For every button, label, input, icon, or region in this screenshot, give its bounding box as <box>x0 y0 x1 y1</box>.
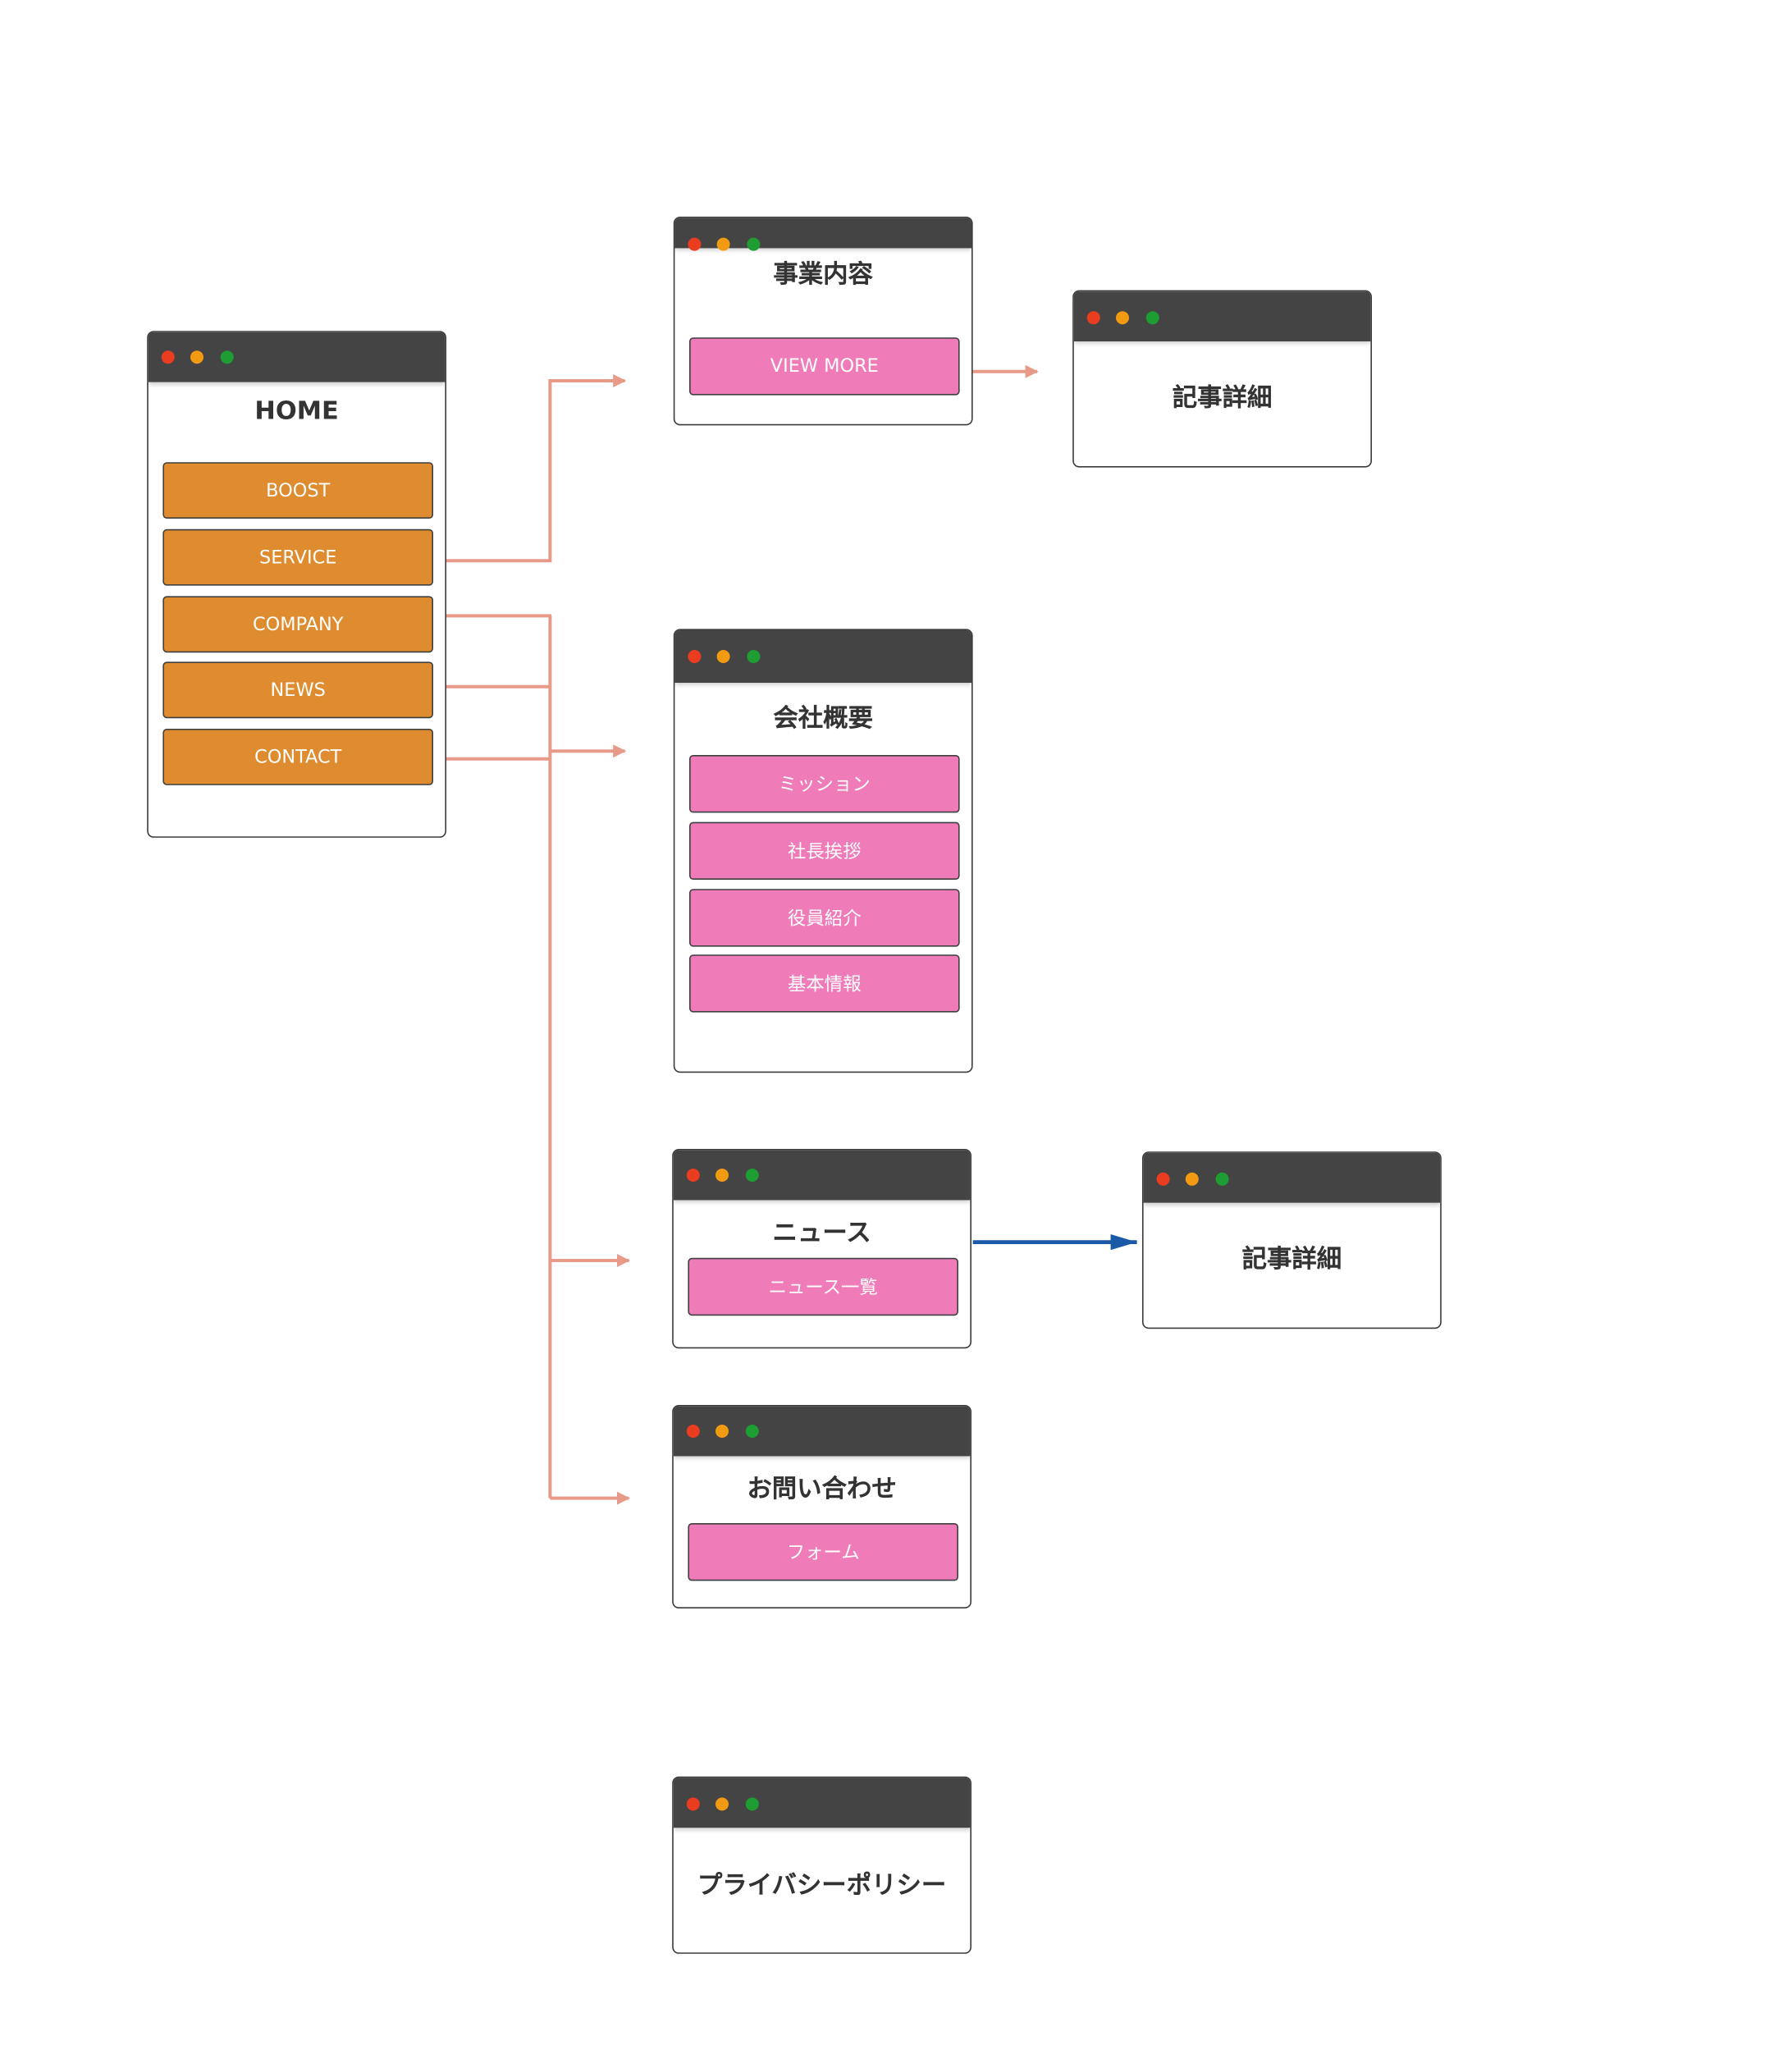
maximize-dot-icon <box>745 1425 759 1438</box>
nav-boost-button[interactable]: BOOST <box>162 462 433 519</box>
minimize-dot-icon <box>716 237 730 251</box>
minimize-dot-icon <box>715 1169 729 1182</box>
close-dot-icon <box>686 1169 700 1182</box>
link-service <box>430 374 627 563</box>
home-title: HOME <box>254 396 339 426</box>
contact-titlebar <box>673 1406 971 1457</box>
privacy-title: プライバシーポリシー <box>697 1871 947 1901</box>
maximize-dot-icon <box>747 237 761 251</box>
close-dot-icon <box>1086 311 1100 325</box>
maximize-dot-icon <box>1145 311 1159 325</box>
service-detail-title: 記事詳細 <box>1172 383 1273 413</box>
company-title: 会社概要 <box>773 703 873 733</box>
service-titlebar <box>674 217 971 251</box>
news-window: ニュース ニュース一覧 <box>672 1149 971 1349</box>
news-title: ニュース <box>772 1218 871 1247</box>
contact-title: お問い合わせ <box>747 1474 897 1503</box>
minimize-dot-icon <box>716 650 730 663</box>
service-window: 事業内容 VIEW MORE <box>673 217 973 426</box>
close-dot-icon <box>688 237 702 251</box>
minimize-dot-icon <box>715 1425 729 1438</box>
news-titlebar <box>673 1150 971 1201</box>
home-titlebar <box>148 332 446 382</box>
news-detail-window: 記事詳細 <box>1142 1151 1442 1329</box>
maximize-dot-icon <box>220 350 234 364</box>
service-detail-window: 記事詳細 <box>1072 290 1372 468</box>
home-window: HOME BOOST SERVICE COMPANY NEWS CONTACT <box>147 331 446 838</box>
close-dot-icon <box>686 1797 700 1811</box>
ceo-message-button[interactable]: 社長挨拶 <box>689 821 960 880</box>
privacy-titlebar <box>673 1778 971 1828</box>
privacy-window: プライバシーポリシー <box>672 1776 971 1954</box>
nav-service-button[interactable]: SERVICE <box>162 528 433 586</box>
minimize-dot-icon <box>190 350 203 364</box>
news-list-button[interactable]: ニュース一覧 <box>688 1257 958 1316</box>
nav-company-button[interactable]: COMPANY <box>162 596 433 653</box>
company-titlebar <box>674 630 971 683</box>
maximize-dot-icon <box>747 650 761 663</box>
close-dot-icon <box>688 650 702 663</box>
close-dot-icon <box>686 1425 700 1438</box>
contact-window: お問い合わせ フォーム <box>672 1405 971 1608</box>
maximize-dot-icon <box>745 1169 759 1182</box>
close-dot-icon <box>161 350 175 364</box>
news-detail-titlebar <box>1143 1152 1441 1203</box>
company-window: 会社概要 ミッション 社長挨拶 役員紹介 基本情報 <box>673 629 973 1073</box>
minimize-dot-icon <box>1116 311 1129 325</box>
close-dot-icon <box>1156 1172 1170 1186</box>
minimize-dot-icon <box>1185 1172 1199 1186</box>
maximize-dot-icon <box>1215 1172 1229 1186</box>
maximize-dot-icon <box>745 1797 759 1811</box>
form-button[interactable]: フォーム <box>688 1523 958 1581</box>
service-detail-titlebar <box>1073 291 1371 341</box>
service-title: 事業内容 <box>773 259 873 289</box>
officers-button[interactable]: 役員紹介 <box>689 889 960 947</box>
minimize-dot-icon <box>715 1797 729 1811</box>
nav-contact-button[interactable]: CONTACT <box>162 729 433 785</box>
mission-button[interactable]: ミッション <box>689 755 960 813</box>
nav-news-button[interactable]: NEWS <box>162 661 433 719</box>
news-detail-title: 記事詳細 <box>1241 1244 1342 1274</box>
view-more-button[interactable]: VIEW MORE <box>689 337 960 396</box>
basic-info-button[interactable]: 基本情報 <box>689 954 960 1013</box>
